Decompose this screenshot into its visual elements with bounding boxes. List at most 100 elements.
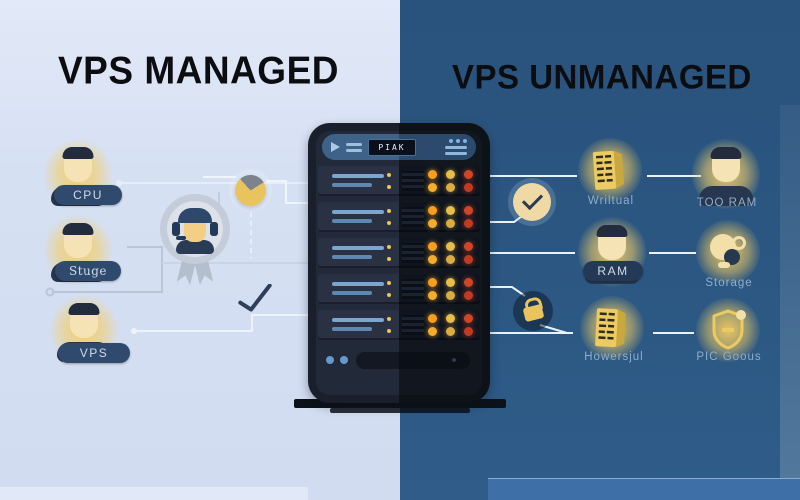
led-indicator <box>446 219 455 228</box>
avatar-hair <box>596 225 628 237</box>
status-bar <box>332 327 372 331</box>
led-indicator <box>428 314 437 323</box>
server-row <box>318 166 480 196</box>
wriltual-server-block-icon <box>578 138 642 202</box>
support-agent-medal-icon <box>158 194 232 298</box>
indicator-dots <box>449 139 467 143</box>
status-bar <box>332 291 372 295</box>
server-display: PIAK <box>368 138 416 156</box>
shield-glyph <box>712 309 746 350</box>
play-icon <box>331 142 340 152</box>
led-indicator <box>464 206 473 215</box>
led-indicator <box>428 291 437 300</box>
stuge-label: Stuge <box>55 261 121 281</box>
headset-earcup-icon <box>172 222 180 236</box>
power-dot <box>387 281 391 285</box>
led-indicator <box>446 170 455 179</box>
bottom-left-accent <box>0 487 308 500</box>
too-ram-avatar-icon <box>688 134 764 214</box>
led-indicator <box>428 255 437 264</box>
status-bar <box>332 210 384 214</box>
led-indicator <box>446 278 455 287</box>
headset-earcup-icon <box>210 222 218 236</box>
status-bar <box>332 255 372 259</box>
led-indicator <box>464 170 473 179</box>
status-bar <box>332 183 372 187</box>
avatar-hair <box>710 147 742 159</box>
led-indicator <box>446 255 455 264</box>
vent-grid <box>402 315 424 335</box>
avatar-body <box>699 186 753 206</box>
check-badge-icon <box>513 183 551 221</box>
led-indicator <box>464 291 473 300</box>
server-base-shadow <box>330 408 470 413</box>
led-indicator <box>446 183 455 192</box>
led-indicator <box>464 219 473 228</box>
pic-goous-label: PIC Goous <box>696 351 762 363</box>
footer-dot <box>326 356 334 364</box>
led-indicator <box>428 183 437 192</box>
status-bar <box>332 282 384 286</box>
server-row <box>318 202 480 232</box>
avatar-hair <box>62 147 94 159</box>
bottom-right-accent <box>488 478 800 500</box>
header-indicators <box>445 139 467 155</box>
led-indicator <box>428 278 437 287</box>
led-indicator <box>464 314 473 323</box>
storage-glyph <box>710 234 746 268</box>
cpu-label: CPU <box>54 185 122 205</box>
power-dot <box>387 173 391 177</box>
server-block-glyph <box>595 308 626 348</box>
led-indicator <box>464 242 473 251</box>
led-indicator <box>464 255 473 264</box>
header-dashes <box>346 142 362 152</box>
power-dot <box>387 293 391 297</box>
padlock-icon <box>522 303 545 323</box>
storage-label: Storage <box>705 277 753 289</box>
power-dot <box>387 245 391 249</box>
power-dot <box>387 185 391 189</box>
led-indicator <box>464 327 473 336</box>
vent-grid <box>402 207 424 227</box>
server-base <box>294 399 506 408</box>
led-indicator <box>446 206 455 215</box>
pie-badge-icon <box>235 175 266 206</box>
led-indicator <box>446 291 455 300</box>
lock-badge-icon <box>513 291 553 331</box>
howersjul-server-block-icon <box>580 296 644 360</box>
led-indicator <box>464 278 473 287</box>
footer-dot <box>340 356 348 364</box>
avatar-hair <box>62 223 94 235</box>
server-row <box>318 310 480 340</box>
server-footer <box>318 348 480 374</box>
led-indicator <box>446 242 455 251</box>
howersjul-label: Howersjul <box>584 351 644 363</box>
power-dot <box>387 257 391 261</box>
led-indicator <box>428 206 437 215</box>
checkmark-icon <box>238 284 272 312</box>
right-title: VPS UNMANAGED <box>452 57 752 96</box>
server-rack: PIAK <box>308 123 490 403</box>
vent-grid <box>402 243 424 263</box>
headset-band-icon <box>178 208 212 223</box>
led-indicator <box>428 170 437 179</box>
vps-label: VPS <box>58 343 130 363</box>
server-header: PIAK <box>322 134 476 160</box>
led-indicator <box>446 314 455 323</box>
power-dot <box>387 329 391 333</box>
storage-headset-icon <box>696 220 760 284</box>
vent-grid <box>402 171 424 191</box>
avatar-hair <box>68 303 100 315</box>
right-edge-accent <box>780 105 800 500</box>
led-indicator <box>464 183 473 192</box>
power-dot <box>387 209 391 213</box>
led-indicator <box>446 327 455 336</box>
status-bar <box>332 246 384 250</box>
led-indicator <box>428 242 437 251</box>
wriltual-label: Wriltual <box>587 195 635 207</box>
led-indicator <box>428 219 437 228</box>
ram-label: RAM <box>583 261 643 281</box>
server-block-glyph <box>592 150 625 190</box>
server-row <box>318 238 480 268</box>
